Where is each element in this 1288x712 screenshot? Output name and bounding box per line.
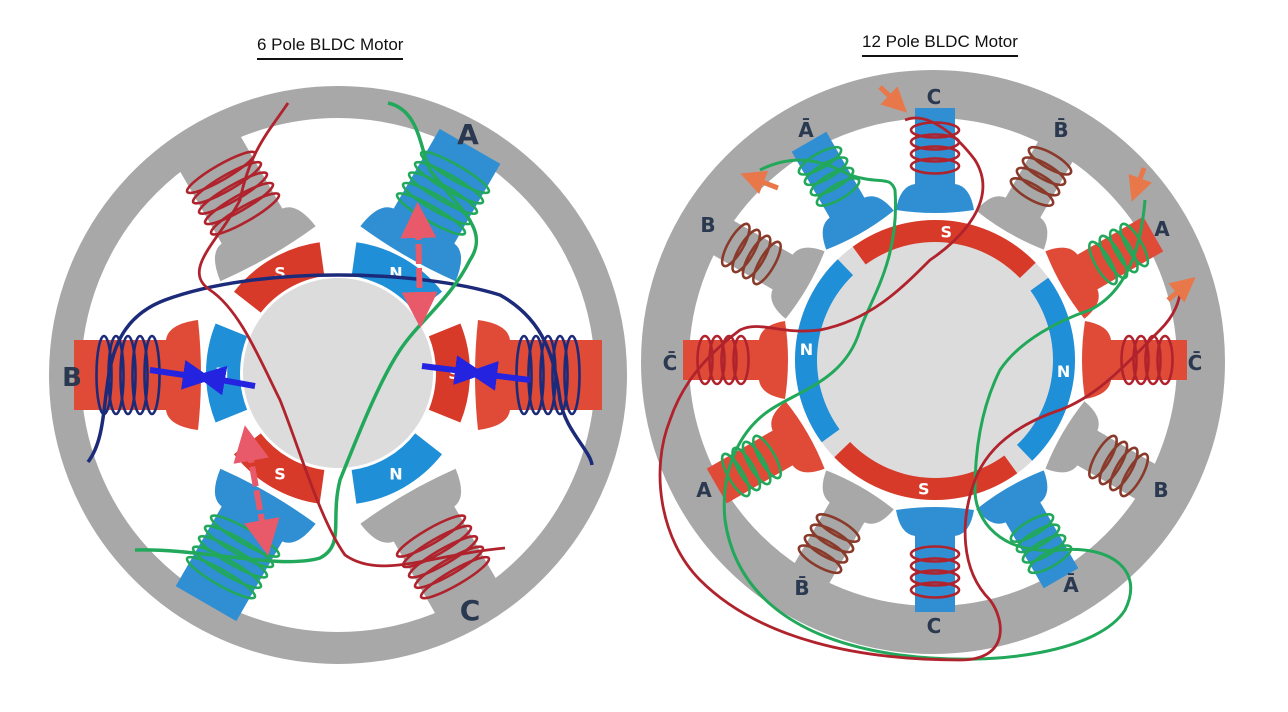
six-label-a: A (457, 118, 479, 151)
six-pole-rotor-core (243, 278, 433, 468)
twelve-tooth-1 (976, 131, 1079, 250)
six-magnet-2 (428, 323, 471, 423)
twelve-pole-rotor-core (795, 220, 1075, 500)
twelve-label-0: C (927, 85, 942, 109)
twelve-label-6: C (927, 614, 942, 638)
flux-arrow-right-out (421, 355, 485, 386)
phase-c-wire (197, 102, 506, 568)
flux-arrow-left-in (149, 359, 213, 390)
twelve-magnet-3 (794, 259, 854, 443)
twelve-magnet-label-1: N (1057, 362, 1070, 381)
six-tooth-3 (360, 468, 501, 622)
six-coil-2 (515, 334, 581, 416)
twelve-tooth-6 (896, 507, 974, 612)
force-arrow-c (233, 425, 280, 556)
twelve-tooth-10 (706, 216, 825, 319)
twelve-label-7: B̄ (794, 576, 809, 600)
twelve-pole-stator-ring (641, 70, 1225, 654)
twelve-magnet-0 (852, 220, 1036, 279)
twelve-label-3: C̄ (1188, 351, 1203, 375)
twelve-coil-8 (720, 434, 782, 498)
current-arrow-top-right (1128, 167, 1153, 202)
flux-arrow-right-in (467, 360, 531, 391)
twelve-phase-c-wire (658, 116, 1182, 662)
twelve-label-8: A (696, 478, 712, 502)
twelve-label-5: Ā (1063, 573, 1079, 597)
twelve-tooth-8 (706, 401, 825, 504)
twelve-coil-2 (1088, 222, 1150, 286)
six-magnet-label-0: S (274, 264, 286, 283)
six-coil-5 (95, 334, 161, 416)
twelve-coil-7 (797, 513, 861, 575)
twelve-label-4: B (1153, 478, 1168, 502)
twelve-coil-6 (909, 545, 961, 599)
twelve-magnet-2 (834, 441, 1018, 501)
flux-arrow-left-out (195, 365, 256, 396)
current-arrow-top-left (740, 170, 779, 195)
six-pole-coils (95, 150, 581, 600)
twelve-coil-3 (1120, 334, 1174, 386)
twelve-magnet-label-0: S (940, 222, 952, 241)
twelve-pole-motor: S N S N C B̄ A C̄ B Ā C B̄ A C̄ B Ā (641, 70, 1225, 662)
twelve-tooth-7 (791, 470, 894, 589)
twelve-phase-a-wire (722, 158, 1147, 661)
twelve-coil-11 (797, 145, 861, 207)
twelve-coil-9 (696, 334, 750, 386)
twelve-label-1: B̄ (1053, 118, 1068, 142)
six-label-b: B (62, 363, 82, 393)
six-pole-stator-ring (49, 86, 627, 664)
twelve-tooth-5 (976, 470, 1079, 589)
twelve-pole-stator-teeth (683, 108, 1187, 612)
six-pole-title: 6 Pole BLDC Motor (257, 35, 404, 60)
twelve-coil-1 (1009, 145, 1073, 207)
twelve-coil-5 (1009, 513, 1073, 575)
six-label-c: C (460, 594, 481, 627)
twelve-pole-title: 12 Pole BLDC Motor (862, 32, 1018, 57)
twelve-tooth-11 (791, 131, 894, 250)
six-magnet-3 (351, 433, 443, 504)
six-magnet-label-3: N (389, 464, 402, 483)
twelve-coil-0 (909, 121, 961, 175)
six-magnet-label-1: N (389, 264, 402, 283)
current-arrow-right (1166, 276, 1196, 303)
twelve-magnet-label-2: S (918, 480, 930, 499)
six-magnet-label-4: S (274, 464, 286, 483)
twelve-label-9: C̄ (663, 351, 678, 375)
six-coil-3 (395, 514, 491, 600)
twelve-tooth-4 (1045, 401, 1164, 504)
twelve-magnet-label-3: N (800, 340, 813, 359)
twelve-pole-coils (696, 121, 1174, 599)
twelve-coil-10 (720, 222, 782, 286)
twelve-pole-phase-labels: C B̄ A C̄ B Ā C B̄ A C̄ B Ā (663, 85, 1203, 638)
phase-a-wire (134, 101, 479, 564)
twelve-label-2: A (1154, 217, 1170, 241)
six-tooth-0 (175, 128, 316, 282)
current-arrow-top (878, 85, 908, 113)
twelve-label-11: Ā (798, 118, 814, 142)
twelve-label-10: B (700, 213, 715, 237)
force-arrow-a (400, 202, 438, 328)
twelve-coil-4 (1088, 434, 1150, 498)
six-coil-0 (185, 150, 281, 236)
